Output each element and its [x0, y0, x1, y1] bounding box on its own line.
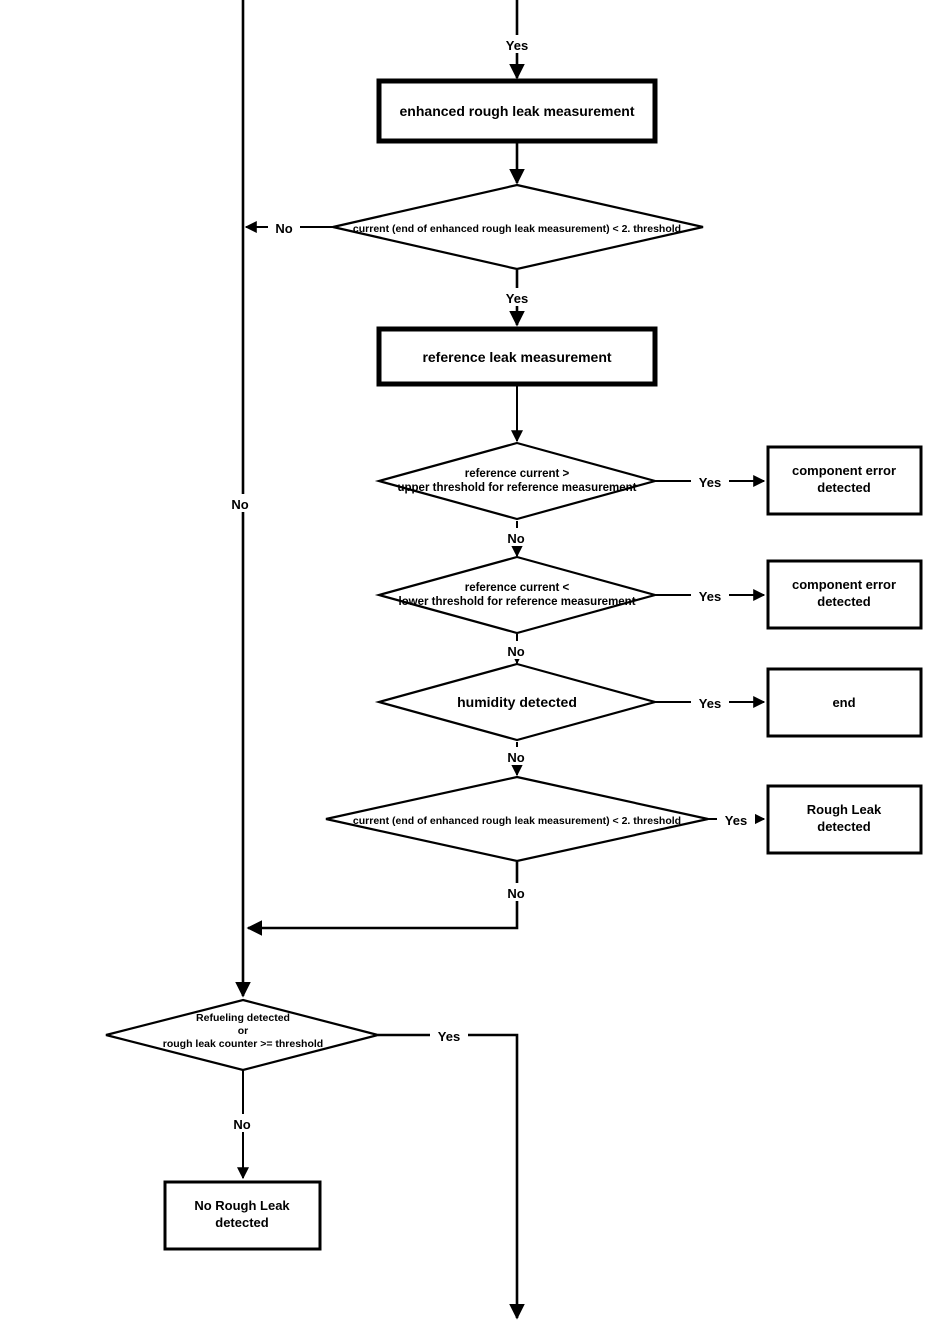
node-label-decision-reference-upper-line2: upper threshold for reference measuremen… — [397, 482, 636, 494]
node-label-end: end — [832, 695, 855, 710]
edge-label-text-refueling-yes: Yes — [438, 1029, 460, 1044]
node-label-decision-refueling-line3: rough leak counter >= threshold — [163, 1038, 323, 1050]
node-label-no-rough-leak-detected-line2: detected — [215, 1215, 269, 1230]
node-label-component-error-2-line2: detected — [817, 594, 871, 609]
edge-label-bypass-no: No — [224, 494, 256, 512]
node-enhanced-rough-leak-measurement[interactable]: enhanced rough leak measurement — [376, 78, 658, 144]
edge-label-text-refueling-no: No — [233, 1117, 250, 1132]
edge-label-text-threshold-bottom-yes: Yes — [725, 813, 747, 828]
edge-label-ref-lower-no: No — [500, 641, 532, 659]
edge-label-humidity-no: No — [500, 747, 532, 765]
edge-label-text-ref-upper-yes: Yes — [699, 475, 721, 490]
node-label-enhanced-rough-leak-measurement: enhanced rough leak measurement — [400, 103, 635, 119]
node-decision-humidity-detected[interactable]: humidity detected — [374, 662, 660, 742]
edge-label-text-ref-upper-no: No — [507, 531, 524, 546]
node-label-reference-leak-measurement: reference leak measurement — [422, 349, 611, 365]
node-component-error-detected-1[interactable]: component error detected — [766, 445, 923, 516]
node-label-decision-reference-lower-line2: lower threshold for reference measuremen… — [398, 596, 635, 608]
edge-label-ref-lower-yes: Yes — [691, 586, 729, 604]
node-rough-leak-detected[interactable]: Rough Leak detected — [766, 784, 923, 855]
node-label-decision-current-threshold-bottom: current (end of enhanced rough leak meas… — [353, 815, 681, 827]
node-label-component-error-2-line1: component error — [792, 577, 896, 592]
node-decision-refueling[interactable]: Refueling detected or rough leak counter… — [105, 998, 383, 1072]
edge-label-text-threshold-top-yes: Yes — [506, 291, 528, 306]
node-component-error-detected-2[interactable]: component error detected — [766, 559, 923, 630]
node-decision-current-threshold-bottom[interactable]: current (end of enhanced rough leak meas… — [325, 775, 709, 863]
node-decision-reference-lower-threshold[interactable]: reference current < lower threshold for … — [374, 555, 660, 635]
edge-label-threshold-bottom-yes: Yes — [717, 810, 755, 828]
node-reference-leak-measurement[interactable]: reference leak measurement — [376, 326, 658, 387]
edge-label-text-humidity-no: No — [507, 750, 524, 765]
node-label-decision-reference-lower-line1: reference current < — [465, 582, 570, 594]
edge-label-text-ref-lower-yes: Yes — [699, 589, 721, 604]
edge-refueling-yes-to-exit — [378, 1033, 525, 1320]
edge-label-text-threshold-top-no: No — [275, 221, 292, 236]
edge-label-text-bypass-no: No — [231, 497, 248, 512]
node-label-decision-refueling-line2: or — [238, 1025, 249, 1037]
node-label-decision-current-threshold-top: current (end of enhanced rough leak meas… — [353, 223, 681, 235]
edge-label-ref-upper-yes: Yes — [691, 472, 729, 490]
edge-label-text-threshold-bottom-no: No — [507, 886, 524, 901]
node-label-component-error-1-line1: component error — [792, 463, 896, 478]
edge-label-refueling-no: No — [226, 1114, 258, 1132]
edge-label-threshold-bottom-no: No — [500, 883, 532, 901]
edge-label-threshold-top-yes: Yes — [498, 288, 536, 306]
edge-label-humidity-yes: Yes — [691, 693, 729, 711]
node-decision-reference-upper-threshold[interactable]: reference current > upper threshold for … — [374, 441, 660, 521]
edge-label-entry-yes: Yes — [498, 35, 536, 53]
node-label-no-rough-leak-detected-line1: No Rough Leak — [194, 1198, 290, 1213]
edge-label-text-humidity-yes: Yes — [699, 696, 721, 711]
edge-label-threshold-top-no: No — [268, 218, 300, 236]
node-label-rough-leak-detected-line1: Rough Leak — [807, 802, 882, 817]
edge-label-text-ref-lower-no: No — [507, 644, 524, 659]
node-label-rough-leak-detected-line2: detected — [817, 819, 871, 834]
node-label-decision-refueling-line1: Refueling detected — [196, 1012, 290, 1024]
node-label-decision-reference-upper-line1: reference current > — [465, 468, 570, 480]
node-end[interactable]: end — [766, 667, 923, 738]
node-no-rough-leak-detected[interactable]: No Rough Leak detected — [163, 1180, 322, 1251]
edge-threshold-bottom-no-to-junction — [246, 862, 519, 936]
node-label-decision-humidity: humidity detected — [457, 694, 577, 710]
edge-label-refueling-yes: Yes — [430, 1026, 468, 1044]
node-label-component-error-1-line2: detected — [817, 480, 871, 495]
node-decision-current-threshold-top[interactable]: current (end of enhanced rough leak meas… — [332, 183, 704, 271]
edge-label-ref-upper-no: No — [500, 528, 532, 546]
edge-label-text-entry-yes: Yes — [506, 38, 528, 53]
